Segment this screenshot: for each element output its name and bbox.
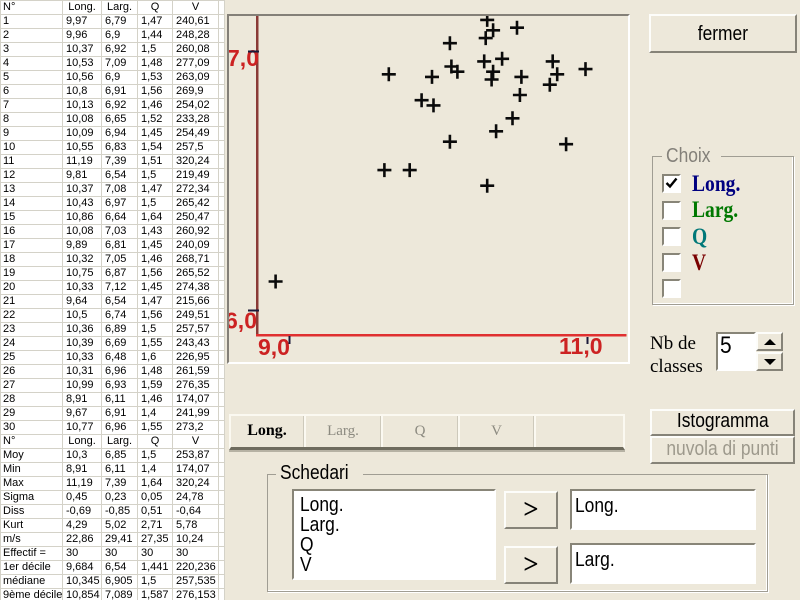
svg-text:6,0: 6,0 (229, 308, 257, 334)
svg-text:11,0: 11,0 (559, 333, 603, 359)
svg-text:7,0: 7,0 (229, 45, 259, 71)
svg-text:9,0: 9,0 (258, 334, 290, 360)
